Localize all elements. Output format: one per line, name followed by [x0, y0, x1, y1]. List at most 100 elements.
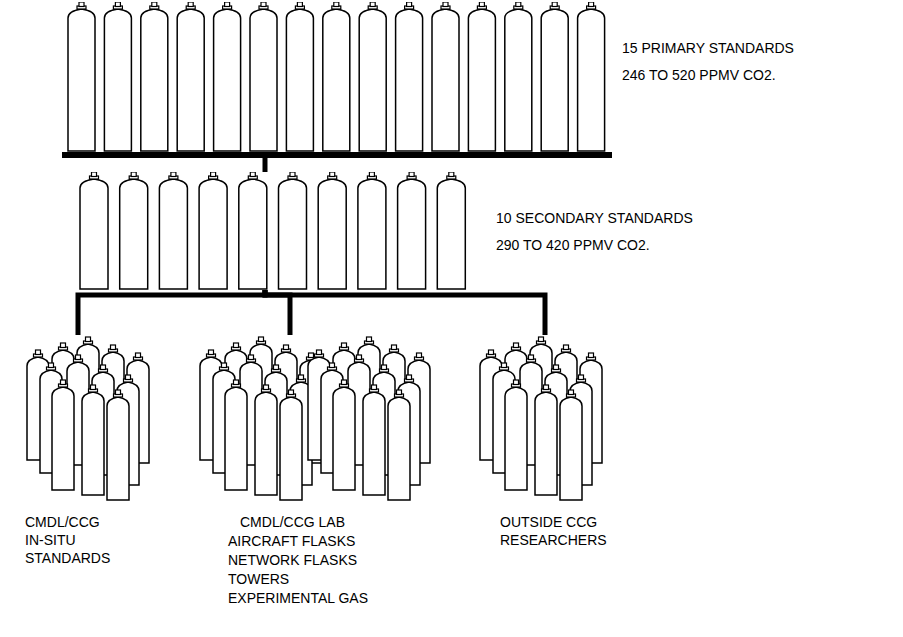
cylinder-group [27, 337, 149, 500]
tank-valve [309, 353, 314, 358]
tank-valve [211, 172, 216, 177]
tank-valve [589, 353, 594, 358]
tank-body [239, 179, 267, 289]
tank-body [107, 397, 129, 500]
tank-body [398, 179, 426, 289]
tank-valve [290, 172, 295, 177]
tank-body [363, 392, 385, 495]
tank-body [68, 9, 95, 151]
tank-valve [564, 345, 569, 350]
destination-item: TOWERS [228, 570, 435, 589]
tank-valve [209, 350, 214, 355]
connector-line [78, 290, 265, 335]
tank-body [578, 9, 605, 151]
tank-valve [250, 172, 255, 177]
tank-valve [76, 355, 81, 360]
tank-valve [131, 172, 136, 177]
cylinder-cluster: CMDL/CCG IN-SITU STANDARDS [22, 335, 167, 567]
tank-valve [382, 365, 387, 370]
destination-item: NETWORK FLASKS [228, 551, 435, 570]
cylinder-row: 10 SECONDARY STANDARDS 290 TO 420 PPMV C… [75, 172, 470, 290]
tank-valve [357, 355, 362, 360]
tank-body [250, 9, 277, 151]
tank-valve [317, 350, 322, 355]
connector-line [263, 152, 268, 172]
tank-valve [91, 385, 96, 390]
tank-body [214, 9, 241, 151]
tank-valve [225, 2, 230, 7]
tank-valve [234, 380, 239, 385]
tank-valve [61, 380, 66, 385]
tank-body [505, 387, 527, 490]
tank-valve [443, 2, 448, 7]
tank-body [468, 9, 495, 151]
tank-body [318, 179, 346, 289]
tank-valve [372, 385, 377, 390]
label-block: OUTSIDE CCG RESEARCHERS [475, 513, 625, 549]
tank-valve [115, 2, 120, 7]
tank-body [359, 9, 386, 151]
tank-body [560, 397, 582, 500]
tank-body [396, 9, 423, 151]
tank-valve [330, 172, 335, 177]
tank-valve [449, 172, 454, 177]
tank-body [52, 387, 74, 490]
tank-body [286, 9, 313, 151]
tank-valve [49, 363, 54, 368]
tank-valve [289, 390, 294, 395]
tank-body [255, 392, 277, 495]
cylinder-cluster: OUTSIDE CCG RESEARCHERS [475, 335, 625, 549]
tank-valve [370, 2, 375, 7]
tank-valve [116, 390, 121, 395]
tank-valve [342, 380, 347, 385]
tank-valve [334, 2, 339, 7]
tank-valve [367, 337, 372, 342]
tank-valve [407, 2, 412, 7]
tank-body [432, 9, 459, 151]
tank-body [437, 179, 465, 289]
tank-body [80, 179, 108, 289]
tank-valve [392, 345, 397, 350]
tank-valve [79, 2, 84, 7]
tank-valve [274, 365, 279, 370]
tank-valve [297, 2, 302, 7]
tank-body [82, 392, 104, 495]
tank-valve [234, 343, 239, 348]
standard-label: 10 SECONDARY STANDARDS 290 TO 420 PPMV C… [496, 205, 696, 259]
tank-body [358, 179, 386, 289]
tank-valve [589, 2, 594, 7]
standard-label: 15 PRIMARY STANDARDS 246 TO 520 PPMV CO2… [622, 35, 812, 89]
tank-valve [171, 172, 176, 177]
cylinder-cluster-art [195, 335, 435, 507]
tank-valve [111, 345, 116, 350]
tank-body [104, 9, 131, 151]
tank-body [535, 392, 557, 495]
cylinder-art [60, 2, 612, 152]
cylinder-cluster-art [22, 335, 167, 507]
tank-valve [284, 345, 289, 350]
tank-valve [516, 2, 521, 7]
tank-valve [369, 172, 374, 177]
tank-valve [136, 353, 141, 358]
tank-valve [417, 353, 422, 358]
tank-valve [554, 365, 559, 370]
cylinder-row: 15 PRIMARY STANDARDS 246 TO 520 PPMV CO2… [60, 2, 612, 152]
tank-body [280, 397, 302, 500]
tank-body [541, 9, 568, 151]
tank-body [388, 397, 410, 500]
label-block: CMDL/CCG LABAIRCRAFT FLASKSNETWORK FLASK… [195, 513, 435, 608]
tank-valve [502, 363, 507, 368]
cylinder-art [75, 172, 470, 290]
tank-body [199, 179, 227, 289]
tank-valve [529, 355, 534, 360]
tank-valve [249, 355, 254, 360]
tank-valve [342, 343, 347, 348]
connector-line [265, 290, 545, 335]
tank-valve [569, 390, 574, 395]
tank-body [177, 9, 204, 151]
cylinder-group [480, 337, 602, 500]
tank-valve [188, 2, 193, 7]
tank-valve [407, 375, 412, 380]
destination-label: OUTSIDE CCG RESEARCHERS [500, 513, 615, 549]
